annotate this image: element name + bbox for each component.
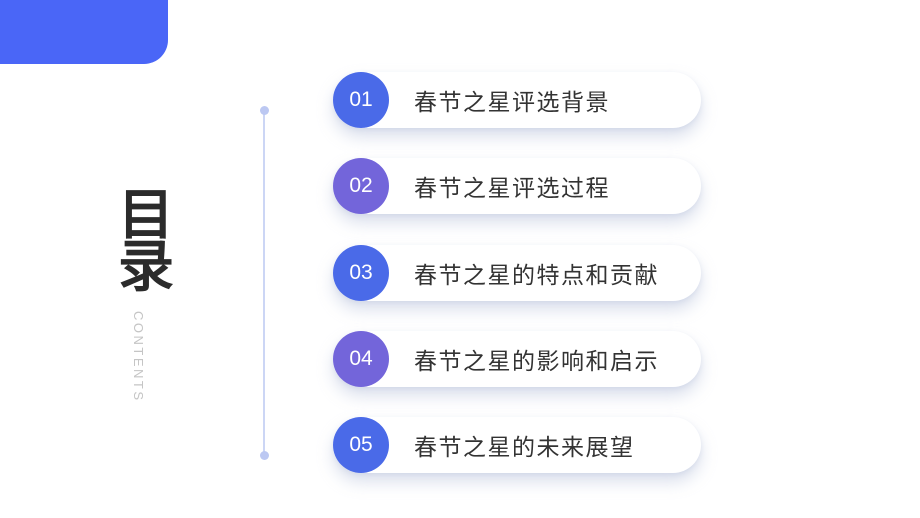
toc-item-01[interactable]: 01 春节之星评选背景 (333, 72, 701, 128)
toc-title: 目 录 (108, 184, 184, 298)
toc-item-number-badge: 03 (333, 244, 389, 301)
toc-item-number-badge: 05 (333, 417, 389, 474)
toc-item-number-badge: 01 (333, 72, 389, 128)
toc-item-label: 春节之星评选过程 (414, 175, 610, 202)
toc-item-label: 春节之星的未来展望 (414, 434, 635, 461)
toc-item-number: 04 (349, 346, 373, 370)
toc-item-number-badge: 04 (333, 330, 389, 387)
toc-item-label: 春节之星的特点和贡献 (414, 261, 659, 288)
toc-item-04[interactable]: 04 春节之星的影响和启示 (333, 330, 701, 387)
toc-item-number: 01 (349, 88, 373, 111)
toc-item-number: 02 (349, 174, 373, 198)
toc-item-number-badge: 02 (333, 158, 389, 215)
toc-item-02[interactable]: 02 春节之星评选过程 (333, 158, 701, 215)
toc-item-number: 05 (349, 433, 373, 457)
toc-list: 01 春节之星评选背景 02 春节之星评选过程 03 春节之星的特点和贡献 04… (333, 72, 701, 474)
toc-title-char-1: 目 (118, 184, 174, 247)
timeline-dot-top (259, 105, 269, 115)
toc-item-label: 春节之星评选背景 (414, 89, 610, 115)
corner-accent-block (0, 0, 168, 64)
toc-title-char-2: 录 (118, 235, 174, 298)
toc-item-number: 03 (349, 260, 373, 284)
toc-item-label: 春节之星的影响和启示 (414, 347, 659, 374)
toc-item-05[interactable]: 05 春节之星的未来展望 (333, 417, 701, 474)
toc-item-03[interactable]: 03 春节之星的特点和贡献 (333, 244, 701, 301)
toc-subtitle: CONTENTS (131, 311, 146, 403)
timeline-dot-bottom (259, 450, 269, 460)
timeline-line (263, 110, 265, 455)
